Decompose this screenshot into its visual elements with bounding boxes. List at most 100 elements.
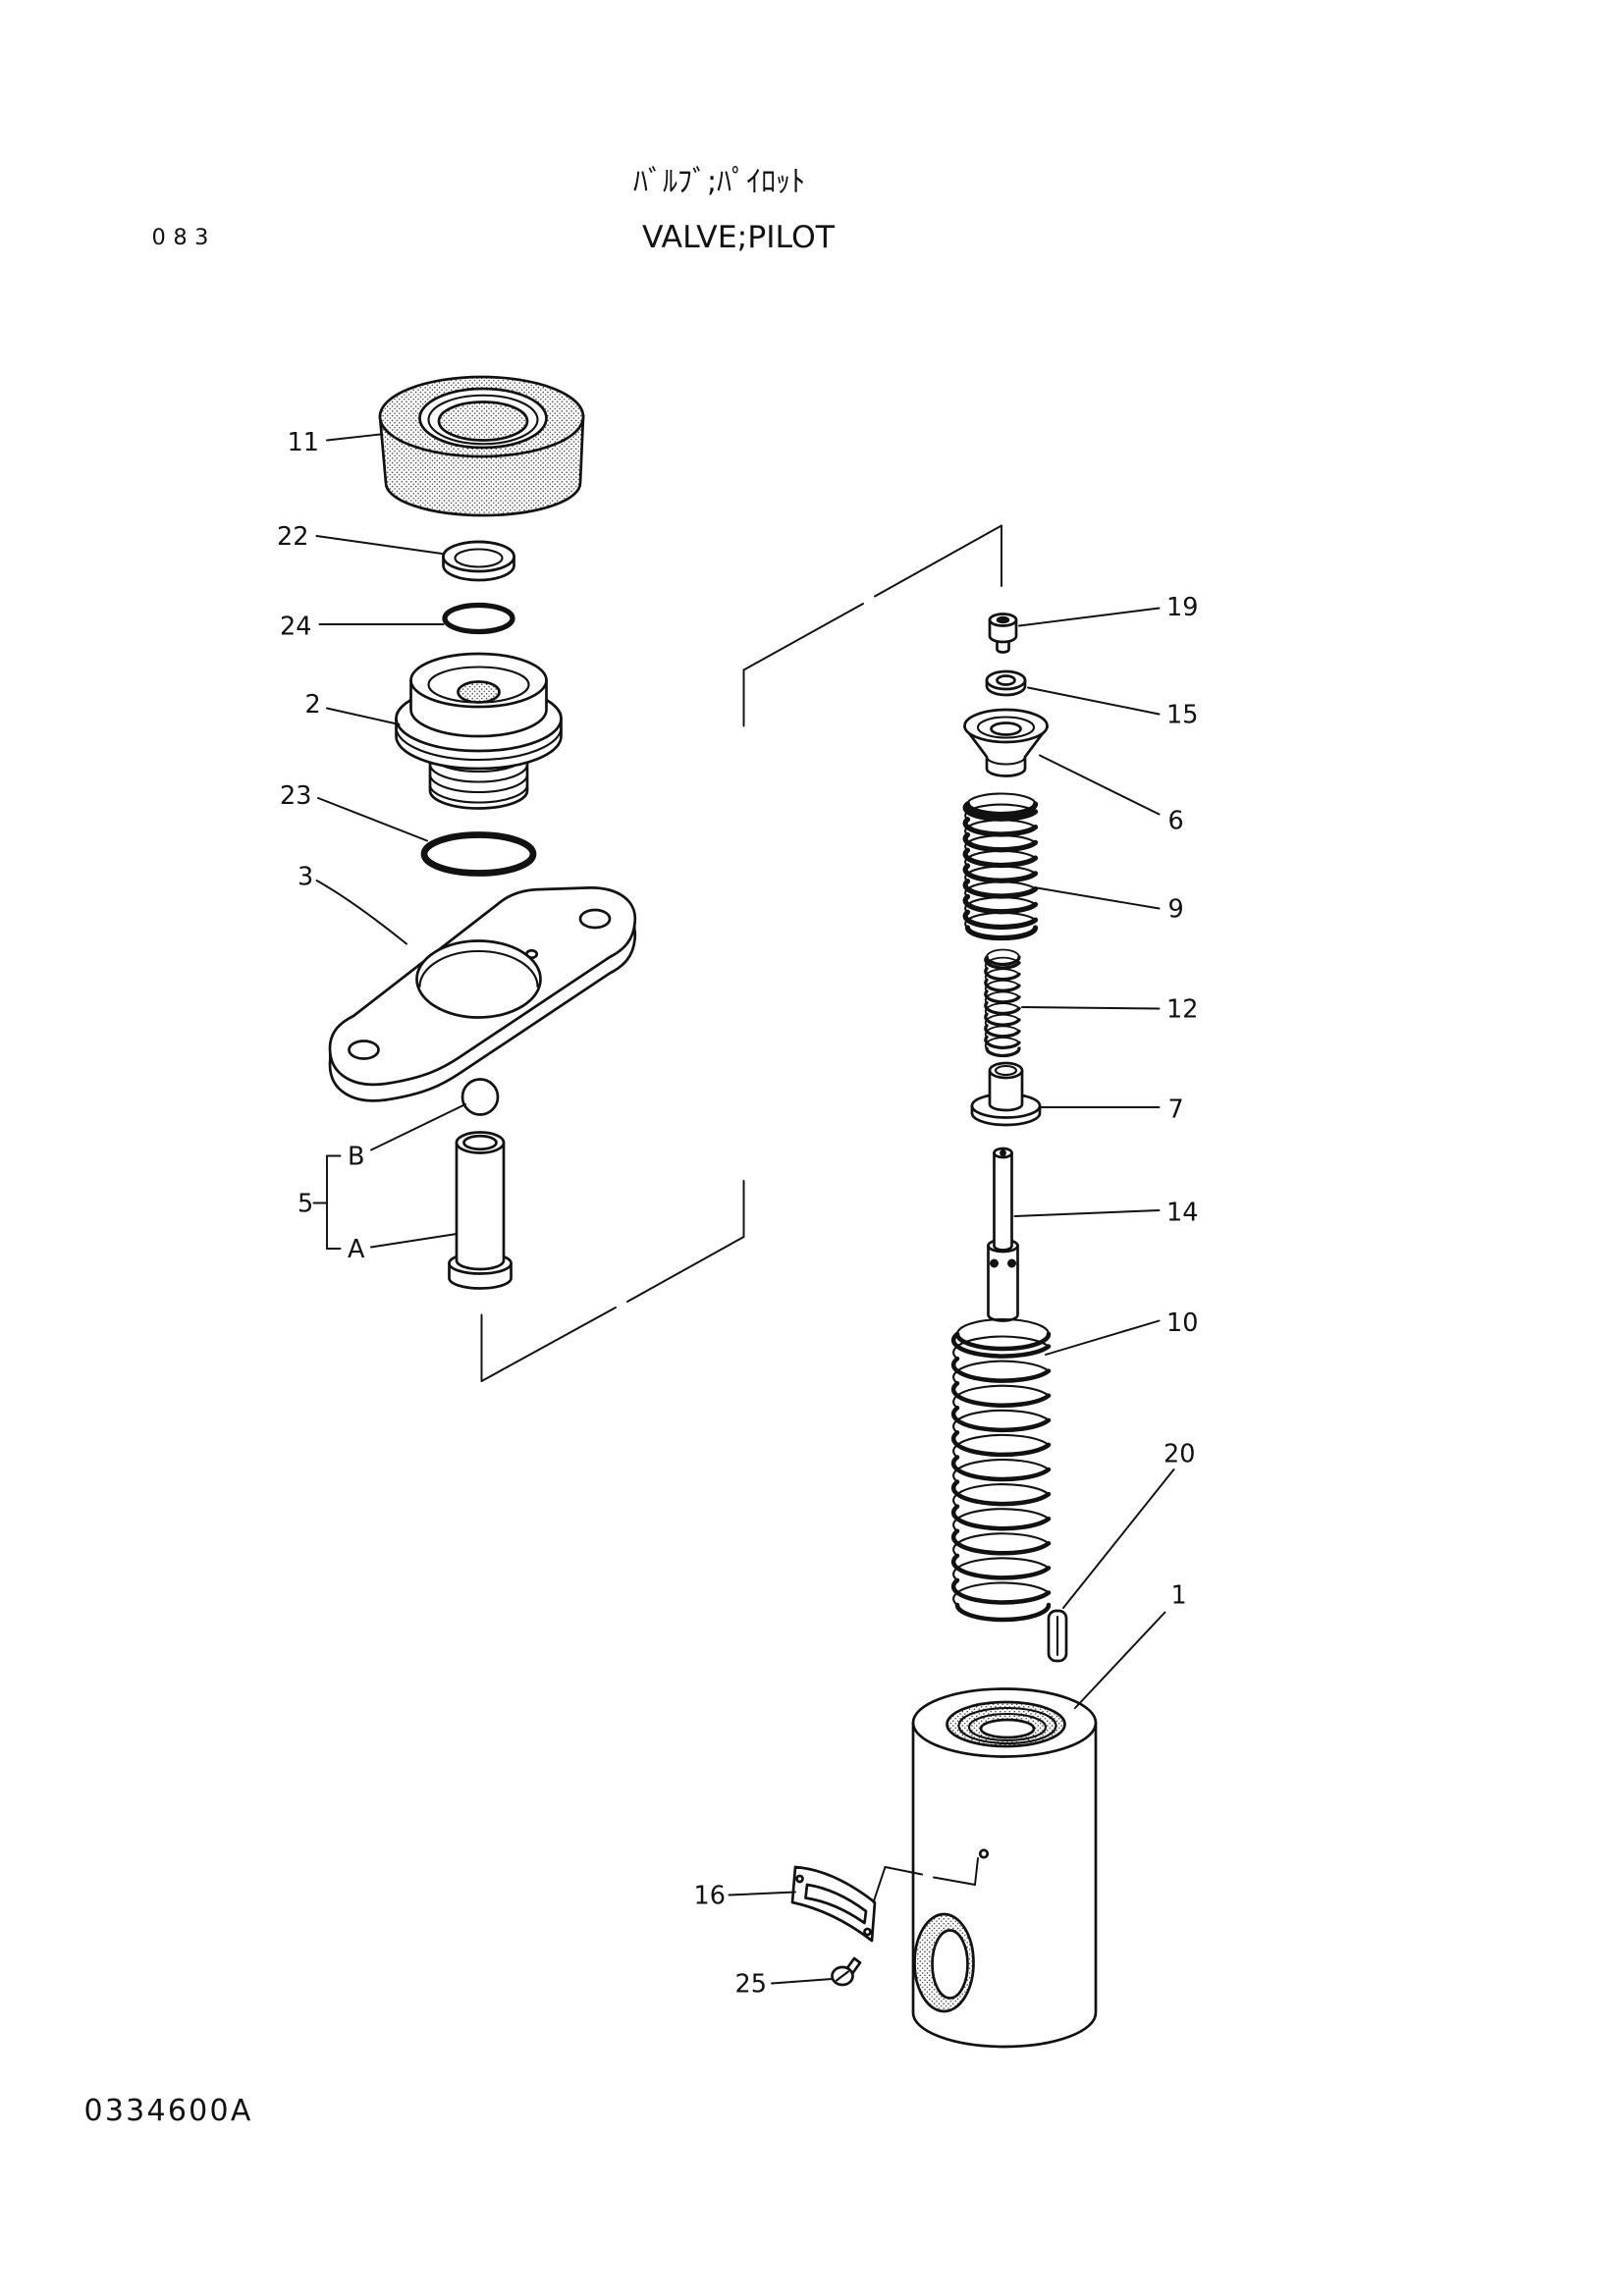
leader-3 — [315, 880, 407, 945]
part-14-spool — [987, 1147, 1019, 1322]
spring-end-top-front — [954, 1331, 1052, 1352]
part-1-body — [911, 1687, 1098, 2049]
spring-coil-back — [964, 865, 1037, 882]
spring-end-bottom-front — [964, 925, 1039, 941]
part-1-bore-thread — [967, 1712, 1048, 1742]
leader-14 — [1013, 1209, 1161, 1217]
leader-15 — [1027, 686, 1161, 716]
spring-coil-front — [962, 831, 1039, 853]
spring-coil-back — [964, 911, 1037, 930]
spring-end-top-front — [985, 955, 1021, 967]
part-2-bore — [457, 680, 501, 704]
page-number: 083 — [152, 225, 216, 250]
leader-5a — [370, 1233, 458, 1249]
part-20-pin — [1047, 1609, 1068, 1663]
spring-coil-front — [962, 847, 1039, 869]
part-2-boss-top — [409, 652, 548, 709]
part-14-lower-body — [987, 1244, 1019, 1322]
spring-coil-back — [952, 1360, 1051, 1385]
spring-coil-front — [984, 966, 1021, 982]
spring-coil-back — [952, 1384, 1051, 1410]
spring-coil-back — [964, 896, 1037, 914]
spring-coil-front — [984, 1012, 1021, 1027]
assembly-line-segment — [480, 1307, 617, 1382]
spring-coil-back — [984, 968, 1020, 982]
spring-coil-back — [964, 803, 1037, 821]
assembly-line-segment — [884, 1866, 923, 1876]
callout-1: 1 — [1171, 1581, 1187, 1611]
part-7-seat — [970, 1061, 1042, 1127]
spring-coil-front — [962, 863, 1039, 883]
assembly-line-segment — [933, 1876, 976, 1886]
spring-coil-front — [950, 1380, 1052, 1408]
spring-coil-back — [964, 819, 1037, 836]
leader-25 — [771, 1978, 834, 1985]
spring-coil-back — [984, 1037, 1020, 1049]
spring-coil-back — [964, 834, 1037, 852]
part-5b-ball — [460, 1078, 500, 1116]
callout-16: 16 — [694, 1882, 726, 1911]
part-2-thread-line — [428, 763, 529, 783]
callout-24: 24 — [280, 613, 311, 642]
leader-10 — [1045, 1319, 1161, 1356]
part-3-bolt-hole — [348, 1040, 380, 1060]
part-1-bore-thread — [957, 1706, 1057, 1745]
callout-10: 10 — [1166, 1308, 1198, 1338]
spring-coil-front — [950, 1406, 1052, 1433]
callout-11: 11 — [288, 428, 319, 457]
part-11-ring-inner — [427, 394, 539, 446]
callout-9: 9 — [1168, 895, 1184, 925]
leader-22 — [315, 535, 443, 555]
spring-coil-front — [984, 1000, 1021, 1016]
spring-end-top-front — [964, 801, 1039, 818]
spring-coil-front — [962, 817, 1039, 837]
title-english: VALVE;PILOT — [642, 220, 836, 255]
callout-2: 2 — [305, 690, 321, 720]
callout-5: 5 — [298, 1190, 313, 1219]
part-22-bore — [454, 548, 504, 568]
callout-5-b: B — [348, 1143, 365, 1172]
spring-coil-back — [984, 1002, 1020, 1016]
callout-14: 14 — [1166, 1199, 1198, 1228]
part-1-bore-center — [979, 1718, 1036, 1739]
spring-coil-back — [964, 849, 1037, 868]
spring-coil-front — [950, 1331, 1052, 1359]
callout-19: 19 — [1166, 593, 1198, 622]
part-1-pin-hole — [978, 1848, 990, 1859]
part-25-slot — [835, 1970, 850, 1982]
spring-end-bottom-front — [985, 1046, 1021, 1058]
assembly-line-segment — [626, 1236, 745, 1303]
part-9-spring — [962, 792, 1039, 941]
spring-coil-front — [962, 893, 1039, 915]
part-1-side-port-bore — [931, 1929, 969, 2000]
part-24-o-ring — [442, 602, 515, 635]
leader-1 — [1074, 1611, 1166, 1709]
spring-end-top-back — [966, 792, 1037, 806]
part-3 — [328, 886, 637, 1102]
leader-20 — [1062, 1468, 1175, 1609]
part-14-stem — [993, 1151, 1013, 1252]
part-16-rivet-hole — [795, 1874, 804, 1884]
spring-coil-back — [984, 990, 1020, 1004]
part-3-center-hole — [415, 939, 542, 1019]
spring-coil-back — [952, 1409, 1051, 1434]
part-3-center-hole-wall — [418, 949, 539, 988]
spring-coil-back — [952, 1532, 1051, 1557]
callout-3: 3 — [298, 863, 313, 892]
callout-20: 20 — [1163, 1440, 1195, 1469]
leader-9 — [1036, 886, 1161, 910]
callout-5-a: A — [348, 1235, 365, 1264]
assembly-line-segment — [742, 603, 864, 671]
part-16-plate — [790, 1865, 877, 1943]
spring-coil-front — [950, 1455, 1052, 1482]
spring-coil-front — [950, 1479, 1052, 1507]
part-7-bore — [994, 1064, 1018, 1077]
leader-2 — [326, 707, 401, 725]
spring-end-top-back — [986, 948, 1020, 958]
part-11 — [378, 375, 585, 517]
spring-coil-back — [952, 1508, 1051, 1532]
spring-coil-front — [962, 879, 1039, 899]
assembly-line-segment — [974, 1857, 979, 1886]
part-15-washer — [985, 669, 1027, 697]
